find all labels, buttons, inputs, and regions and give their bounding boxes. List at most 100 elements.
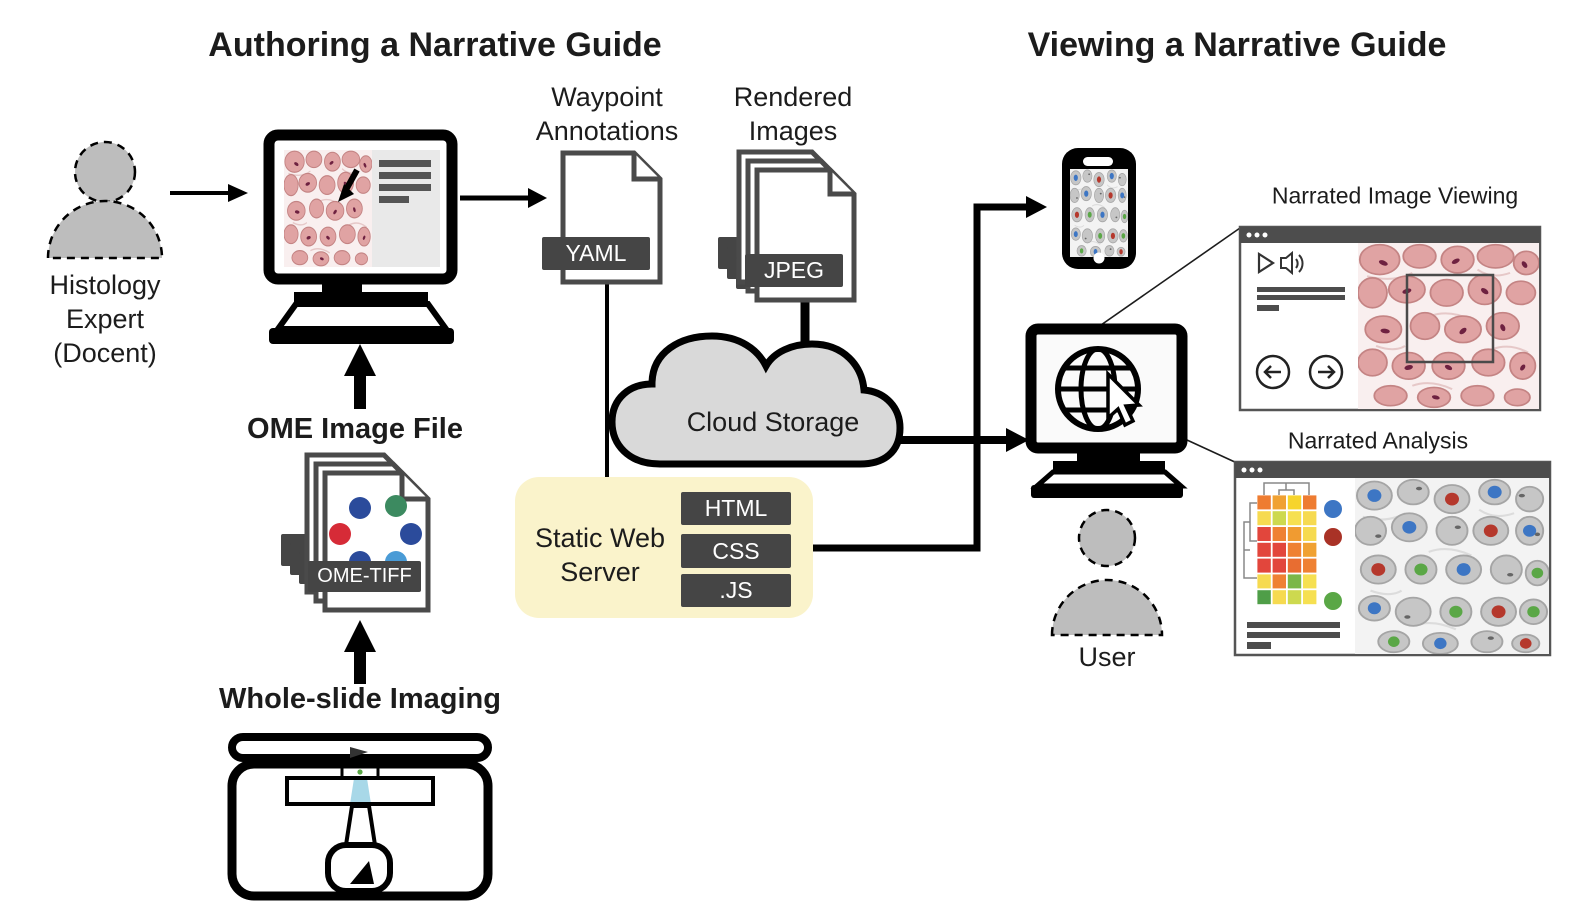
expert-label-line3: (Docent): [53, 338, 157, 369]
heatmap-cell: [1271, 589, 1287, 605]
viewer-roi-rectangle: [1405, 273, 1495, 364]
viewing-computer-monitor: [1025, 323, 1188, 498]
heatmap-cell: [1271, 557, 1287, 574]
heatmap-cell: [1302, 589, 1318, 605]
heatmap-cell: [1302, 494, 1318, 511]
authoring-cursor-icon: [338, 168, 360, 202]
expert-head: [73, 140, 137, 204]
authoring-panel-text-lines: [379, 160, 431, 203]
rendered-images-label: Rendered Images: [734, 80, 853, 148]
rendered-label-line1: Rendered: [733, 82, 853, 112]
viewer-titlebar: [1240, 227, 1540, 243]
analysis-legend-dots: [1324, 500, 1342, 610]
arrow-cloud-to-computer: [893, 428, 1029, 452]
static-web-server-label: Static Web Server: [535, 521, 665, 589]
heatmap-cell: [1271, 494, 1287, 511]
heatmap-cell: [1287, 542, 1303, 558]
histology-expert-person: [46, 140, 164, 260]
heatmap-cell: [1287, 589, 1303, 605]
user-person: [1050, 508, 1164, 637]
phone-screen-cells-image: [1070, 169, 1128, 257]
rendered-label-line2: Images: [748, 116, 838, 147]
waypoint-annotations-label: Waypoint Annotations: [536, 80, 679, 148]
cloud-storage-label: Cloud Storage: [686, 407, 860, 438]
ome-image-file-label: OME Image File: [247, 412, 463, 445]
arrow-tool-to-yaml: [460, 188, 547, 208]
cloud-storage-icon: [608, 332, 904, 468]
next-waypoint-button: [1308, 354, 1344, 390]
heatmap-cell: [1302, 526, 1318, 542]
authoring-screen-text-panel: [372, 150, 440, 267]
heatmap-cell: [1287, 494, 1303, 511]
phone-speaker: [1083, 157, 1113, 166]
arrow-ome-to-authoring-tool: [344, 344, 376, 409]
user-label: User: [1078, 642, 1136, 673]
arrow-expert-to-authoring-tool: [170, 184, 248, 202]
user-body: [1050, 578, 1164, 637]
authoring-title: Authoring a Narrative Guide: [208, 25, 662, 64]
viewer-titlebar-dots: [1246, 232, 1268, 238]
arrow-scanner-to-ome: [344, 620, 376, 684]
heatmap-cell: [1302, 557, 1318, 574]
arrow-server-to-phone: [793, 196, 1047, 552]
scanner-specimen-dot: [357, 769, 363, 775]
phone-icon: [1062, 148, 1136, 269]
analysis-titlebar-dots: [1241, 467, 1263, 473]
authoring-screen-histology-image: [284, 150, 372, 267]
analysis-text-lines: [1247, 622, 1340, 649]
expert-body: [46, 199, 164, 260]
scanner-lid-arrow: [350, 747, 368, 758]
heatmap-cell: [1302, 542, 1318, 558]
heatmap-cell: [1271, 510, 1287, 526]
server-label-line2: Server: [560, 557, 640, 588]
heatmap-cell: [1271, 526, 1287, 542]
heatmap-cell: [1256, 526, 1272, 542]
ome-tiff-tag: OME-TIFF: [308, 561, 421, 592]
analysis-titlebar: [1235, 462, 1550, 478]
heatmap-cell: [1271, 542, 1287, 558]
play-icon: [1257, 251, 1276, 275]
heatmap-cell: [1256, 573, 1272, 590]
heatmap-cell: [1302, 573, 1318, 590]
narrated-analysis-title: Narrated Analysis: [1287, 427, 1469, 454]
css-tag: CSS: [681, 534, 791, 568]
html-tag: HTML: [681, 492, 791, 525]
server-label-line1: Static Web: [534, 523, 666, 553]
heatmap-cell: [1256, 557, 1272, 574]
heatmap-cell: [1256, 510, 1272, 526]
mouse-cursor-icon: [1106, 369, 1143, 428]
heatmap-cell: [1256, 494, 1272, 511]
narrated-image-viewing-title: Narrated Image Viewing: [1271, 182, 1519, 209]
scanner-camera-mark: [350, 861, 374, 884]
whole-slide-imaging-label: Whole-slide Imaging: [219, 682, 501, 715]
heatmap-cell: [1287, 510, 1303, 526]
heatmap-cell: [1287, 573, 1303, 590]
scanner-objective: [343, 804, 378, 847]
waypoint-label-line1: Waypoint: [551, 82, 663, 112]
authoring-tool-monitor: [263, 129, 458, 344]
expert-label-line1: Histology: [49, 270, 161, 300]
waypoint-label-line2: Annotations: [535, 116, 679, 147]
user-head: [1077, 508, 1137, 568]
heatmap-cell: [1287, 526, 1303, 542]
heatmap-cell: [1271, 573, 1287, 590]
whole-slide-scanner-icon: [227, 733, 493, 901]
viewer-histology-image: [1358, 243, 1539, 409]
expert-label-line2: Expert: [65, 304, 145, 335]
histology-expert-label: Histology Expert (Docent): [49, 268, 160, 370]
speaker-icon: [1280, 250, 1304, 276]
narrated-image-viewing-window: [1238, 225, 1542, 412]
heatmap-cell: [1302, 510, 1318, 526]
heatmap-cell: [1256, 589, 1272, 605]
viewing-title: Viewing a Narrative Guide: [1027, 25, 1447, 64]
viewer-text-lines: [1257, 287, 1345, 311]
analysis-cells-image: [1355, 478, 1549, 654]
heatmap-cell: [1287, 557, 1303, 574]
yaml-tag: YAML: [542, 237, 650, 270]
narrated-analysis-window: [1233, 460, 1552, 657]
heatmap-cell: [1256, 542, 1272, 558]
scanner-camera: [325, 842, 393, 894]
jpeg-tag: JPEG: [745, 254, 843, 287]
